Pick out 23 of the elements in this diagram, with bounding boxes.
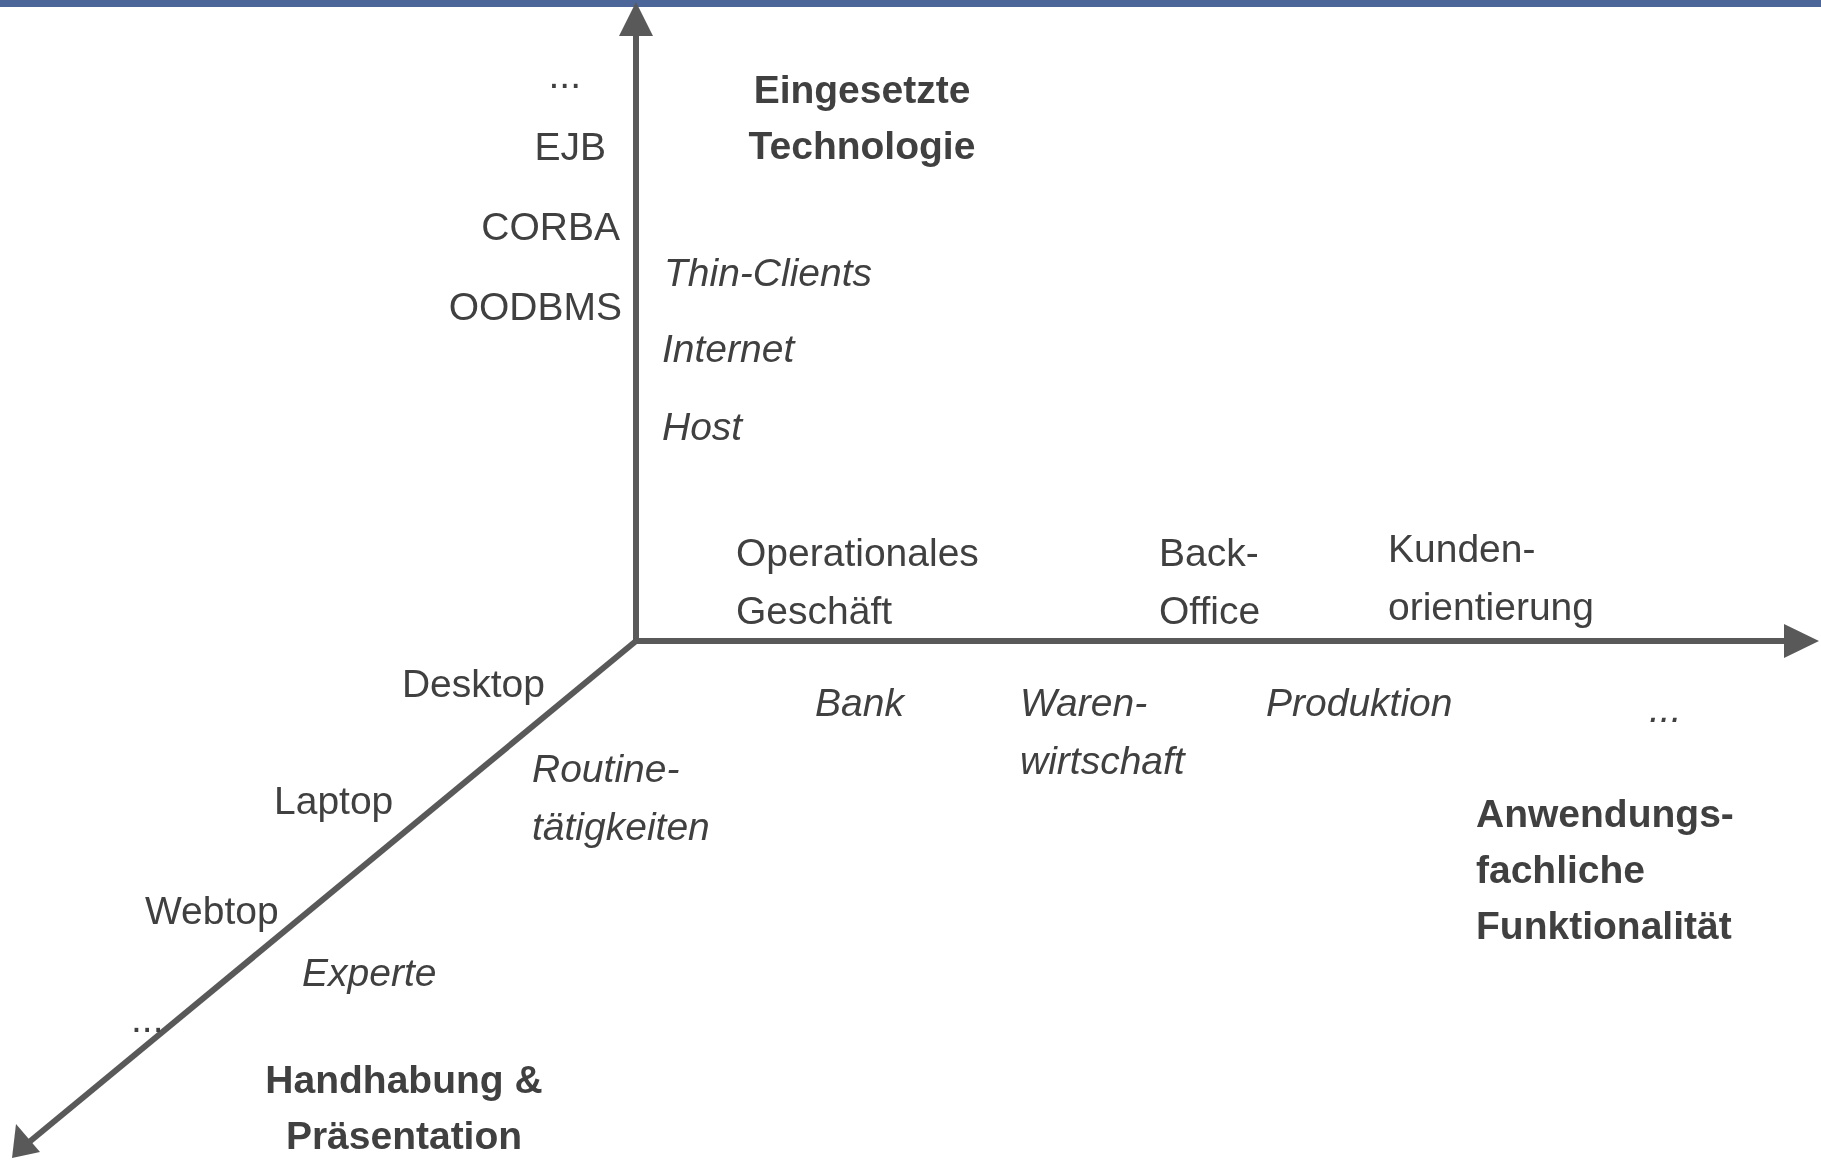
axis-title: Anwendungs- fachliche Funktionalität (1476, 791, 1735, 949)
device-label: Laptop (274, 778, 394, 824)
device-label: Webtop (145, 888, 279, 934)
domain-label: Waren- wirtschaft (1020, 680, 1187, 784)
axis-title: Handhabung & Präsentation (264, 1057, 544, 1159)
function-label: Back- Office (1159, 530, 1262, 634)
user-label: Experte (302, 950, 437, 996)
domain-label: Produktion (1266, 680, 1453, 726)
domain-label: Bank (815, 680, 904, 726)
ellipsis-label: ... (1649, 686, 1682, 732)
technology-label: CORBA (481, 204, 620, 250)
technology-label: OODBMS (448, 284, 622, 330)
technology-label: Thin-Clients (664, 250, 873, 296)
technology-label: EJB (534, 124, 606, 170)
function-label: Kunden- orientierung (1388, 526, 1595, 630)
technology-label: Host (662, 404, 743, 450)
device-label: Desktop (401, 661, 545, 707)
user-label: Routine- tätigkeiten (532, 746, 711, 850)
function-label: Operationales Geschäft (736, 530, 980, 634)
ellipsis-label: ... (131, 996, 164, 1042)
ellipsis-label: ... (548, 52, 581, 98)
axis-title: Eingesetzte Technologie (747, 67, 977, 169)
technology-label: Internet (662, 326, 795, 372)
